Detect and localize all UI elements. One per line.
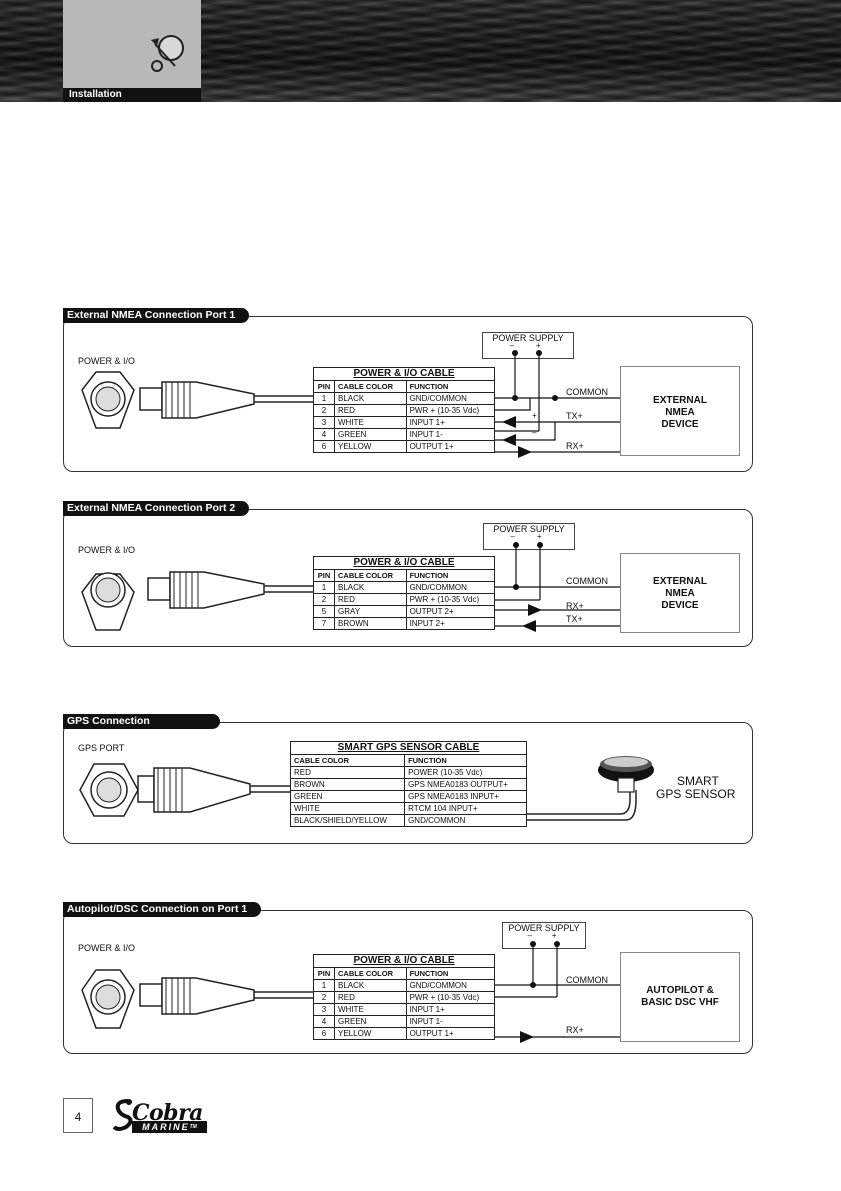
power-supply-box: POWER SUPPLY –+: [502, 922, 586, 949]
panel-title: GPS Connection: [63, 714, 220, 729]
common-label: COMMON: [566, 576, 608, 586]
common-label: COMMON: [566, 387, 608, 397]
minus-marker: –: [532, 428, 537, 437]
rx-label: RX+: [566, 441, 584, 451]
rx-label: RX+: [566, 601, 584, 611]
panel-title: External NMEA Connection Port 2: [63, 501, 250, 516]
connector-label: POWER & I/O: [78, 943, 136, 953]
cobra-snake-logo-icon: [112, 1099, 133, 1131]
tx-label: TX+: [566, 411, 583, 421]
connector-label: GPS PORT: [78, 743, 125, 753]
plus-marker: +: [532, 411, 537, 420]
rx-label: RX+: [566, 1025, 584, 1035]
installation-tools-icon: [151, 35, 184, 72]
sensor-label-line1: SMART: [677, 774, 719, 788]
power-supply-box: POWER SUPPLY –+: [483, 523, 575, 550]
tx-label: TX+: [566, 614, 583, 624]
common-label: COMMON: [566, 975, 608, 985]
connector-label: POWER & I/O: [78, 545, 136, 555]
brand-sub: MARINETM: [132, 1121, 207, 1133]
autopilot-device-box: AUTOPILOT &BASIC DSC VHF: [620, 952, 740, 1042]
sensor-label-line2: GPS SENSOR: [656, 787, 736, 801]
panel-title: External NMEA Connection Port 1: [63, 308, 250, 323]
power-supply-box: POWER SUPPLY –+: [482, 332, 574, 359]
connector-label: POWER & I/O: [78, 356, 136, 366]
panel-title: Autopilot/DSC Connection on Port 1: [63, 902, 262, 917]
page-number: 4: [63, 1098, 93, 1133]
section-label: Installation: [63, 88, 201, 102]
